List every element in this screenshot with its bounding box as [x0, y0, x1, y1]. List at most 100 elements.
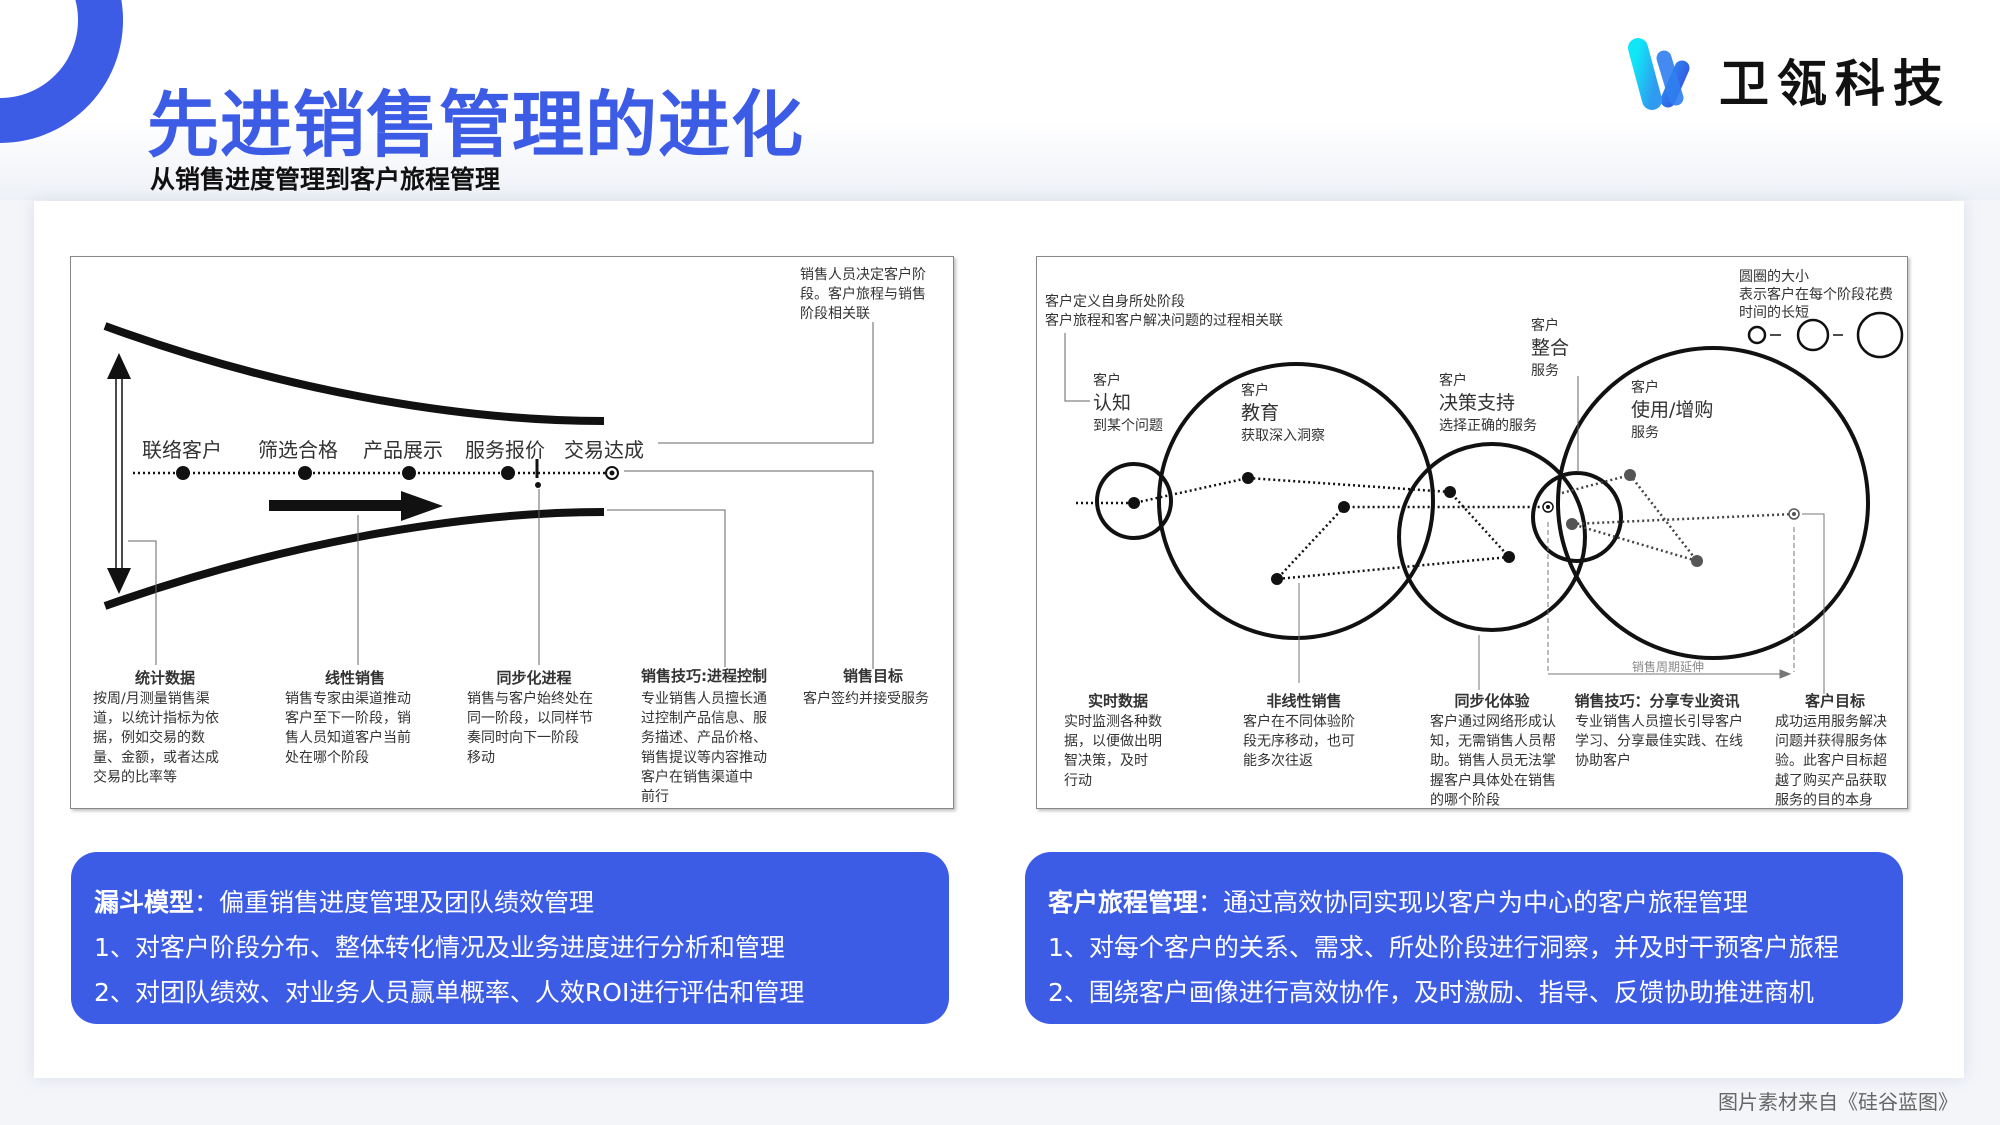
- caption-line: 售人员知道客户当前: [285, 729, 411, 746]
- journey-stage-labels: 客户认知到某个问题客户教育获取深入洞察客户决策支持选择正确的服务客户整合服务客户…: [1093, 317, 1713, 444]
- stage-label: 服务报价: [465, 438, 545, 462]
- page-subtitle: 从销售进度管理到客户旅程管理: [150, 165, 501, 194]
- legend-circles: [1747, 311, 1904, 359]
- caption-line: 过控制产品信息、服: [641, 710, 767, 727]
- note-line: 圆圈的大小: [1739, 269, 1809, 285]
- caption-title: 销售目标: [843, 667, 903, 685]
- note-line: 销售人员决定客户阶: [800, 266, 926, 283]
- caption-line: 前行: [641, 788, 669, 805]
- box-item: 1、对客户阶段分布、整体转化情况及业务进度进行分析和管理: [94, 933, 785, 962]
- box-heading-bold: 漏斗模型: [94, 888, 195, 917]
- stage-pre: 客户: [1241, 382, 1269, 399]
- funnel_diagram-captions: 统计数据按周/月测量销售渠道，以统计指标为依据，例如交易的数量、金额，或者达成交…: [93, 667, 929, 805]
- stage-pre: 客户: [1093, 372, 1121, 389]
- stage-dots: [176, 459, 619, 488]
- stage-pre: 客户: [1439, 372, 1467, 389]
- logo-w-icon: [1628, 38, 1690, 110]
- forward-arrow-icon: [269, 491, 443, 521]
- funnel-bottom-curve: [103, 508, 605, 610]
- caption-line: 量、金额，或者达成: [93, 750, 219, 766]
- company-logo: 卫瓴科技: [1626, 38, 1946, 114]
- caption-line: 客户通过网络形成认: [1430, 713, 1556, 730]
- stage-name: 认知: [1093, 392, 1131, 414]
- stage-sub: 获取深入洞察: [1241, 427, 1325, 444]
- caption-line: 服务的目的本身: [1775, 792, 1873, 808]
- caption-title: 客户目标: [1804, 692, 1865, 710]
- stage-labels: 联络客户 筛选合格 产品展示服务报价交易达成: [142, 438, 644, 462]
- caption-line: 专业销售人员擅长引导客户: [1575, 713, 1743, 730]
- caption-line: 能多次往返: [1243, 752, 1313, 769]
- box-item: 2、围绕客户画像进行高效协作，及时激励、指导、反馈协助推进商机: [1048, 978, 1814, 1007]
- note-line: 客户旅程和客户解决问题的过程相关联: [1045, 312, 1283, 329]
- caption-line: 奏同时向下一阶段: [467, 730, 579, 746]
- stage-label: 筛选合格: [258, 438, 338, 462]
- box-heading: 漏斗模型：偏重销售进度管理及团队绩效管理: [94, 880, 949, 925]
- stage-sub: 服务: [1631, 425, 1659, 441]
- note-line: 时间的长短: [1739, 305, 1809, 321]
- caption-line: 越了购买产品获取: [1775, 773, 1887, 789]
- journey-path: [1076, 473, 1795, 581]
- caption-line: 问题并获得服务体: [1775, 733, 1887, 750]
- caption-line: 学习、分享最佳实践、在线: [1575, 733, 1743, 750]
- caption-line: 据，以便做出明: [1064, 734, 1162, 750]
- stage-pre: 客户: [1531, 317, 1559, 334]
- stage-pre: 客户: [1631, 379, 1659, 396]
- stage-label: 联络客户: [142, 438, 222, 462]
- stage-sub: 选择正确的服务: [1439, 418, 1537, 434]
- cycle-label: 销售周期延伸: [1632, 659, 1704, 674]
- caption-line: 助。销售人员无法掌: [1430, 753, 1556, 769]
- caption-line: 的哪个阶段: [1430, 792, 1500, 808]
- note-line: 表示客户在每个阶段花费: [1739, 286, 1893, 303]
- stage-label: 产品展示: [363, 438, 443, 462]
- caption-line: 客户至下一阶段，销: [285, 710, 411, 727]
- caption-line: 实时监测各种数: [1064, 714, 1162, 730]
- caption-line: 段无序移动，也可: [1243, 734, 1355, 750]
- caption-title: 销售技巧:进程控制: [641, 667, 767, 685]
- logo-text: 卫瓴科技: [1719, 55, 1951, 113]
- journey_diagram-captions: 实时数据实时监测各种数据，以便做出明智决策，及时行动非线性销售客户在不同体验阶段…: [1064, 692, 1887, 808]
- stage-name: 整合: [1531, 337, 1569, 359]
- caption-line: 销售提议等内容推动: [641, 749, 767, 766]
- caption-line: 协助客户: [1575, 752, 1631, 769]
- caption-line: 同一阶段，以同样节: [467, 711, 593, 727]
- caption-line: 客户在不同体验阶: [1243, 713, 1355, 730]
- stage-name: 教育: [1241, 402, 1279, 424]
- box-heading: 客户旅程管理：通过高效协同实现以客户为中心的客户旅程管理: [1048, 880, 1903, 925]
- caption-title: 线性销售: [325, 669, 385, 687]
- cycle-arrow: [1298, 513, 1825, 694]
- caption-line: 交易的比率等: [93, 768, 177, 785]
- caption-line: 销售与客户始终处在: [467, 690, 593, 707]
- journey-diagram: 客户定义自身所处阶段客户旅程和客户解决问题的过程相关联 圆圈的大小表示客户在每个…: [1036, 256, 1908, 809]
- stage-name: 决策支持: [1439, 392, 1515, 414]
- note-line: 段。客户旅程与销售: [800, 286, 926, 303]
- note-line: 阶段相关联: [800, 306, 870, 322]
- caption-line: 成功运用服务解决: [1775, 714, 1887, 730]
- customer-journey-box: 客户旅程管理：通过高效协同实现以客户为中心的客户旅程管理 1、对每个客户的关系、…: [1025, 852, 1903, 1024]
- caption-line: 道，以统计指标为依: [93, 711, 219, 727]
- box-heading-rest: ：偏重销售进度管理及团队绩效管理: [194, 888, 595, 917]
- stage-name: 使用/增购: [1631, 399, 1713, 421]
- note-line: 客户定义自身所处阶段: [1045, 293, 1185, 310]
- caption-title: 同步化体验: [1454, 692, 1530, 710]
- funnel-top-curve: [103, 322, 605, 425]
- caption-line: 务描述、产品价格、: [641, 730, 767, 746]
- callout-lines: [128, 322, 874, 669]
- stage-label: 交易达成: [564, 438, 644, 462]
- stage-sub: 到某个问题: [1093, 418, 1163, 434]
- stage-sub: 服务: [1531, 363, 1559, 379]
- caption-title: 实时数据: [1088, 692, 1148, 710]
- page-title: 先进销售管理的进化: [147, 83, 805, 167]
- caption-line: 握客户具体处在销售: [1430, 772, 1556, 789]
- box-item: 1、对每个客户的关系、需求、所处阶段进行洞察，并及时干预客户旅程: [1048, 933, 1839, 962]
- funnel-diagram: 销售人员决定客户阶段。客户旅程与销售阶段相关联 联络客户 筛选合格 产品展示服务报价…: [70, 256, 954, 809]
- caption-line: 验。此客户目标超: [1775, 752, 1887, 769]
- caption-line: 客户签约并接受服务: [803, 690, 929, 707]
- stage-circles: [1095, 346, 1870, 660]
- box-heading-bold: 客户旅程管理: [1048, 888, 1199, 917]
- caption-line: 行动: [1064, 773, 1092, 789]
- image-source-note: 图片素材来自《硅谷蓝图》: [1718, 1090, 1958, 1114]
- decorative-arc: [0, 0, 130, 150]
